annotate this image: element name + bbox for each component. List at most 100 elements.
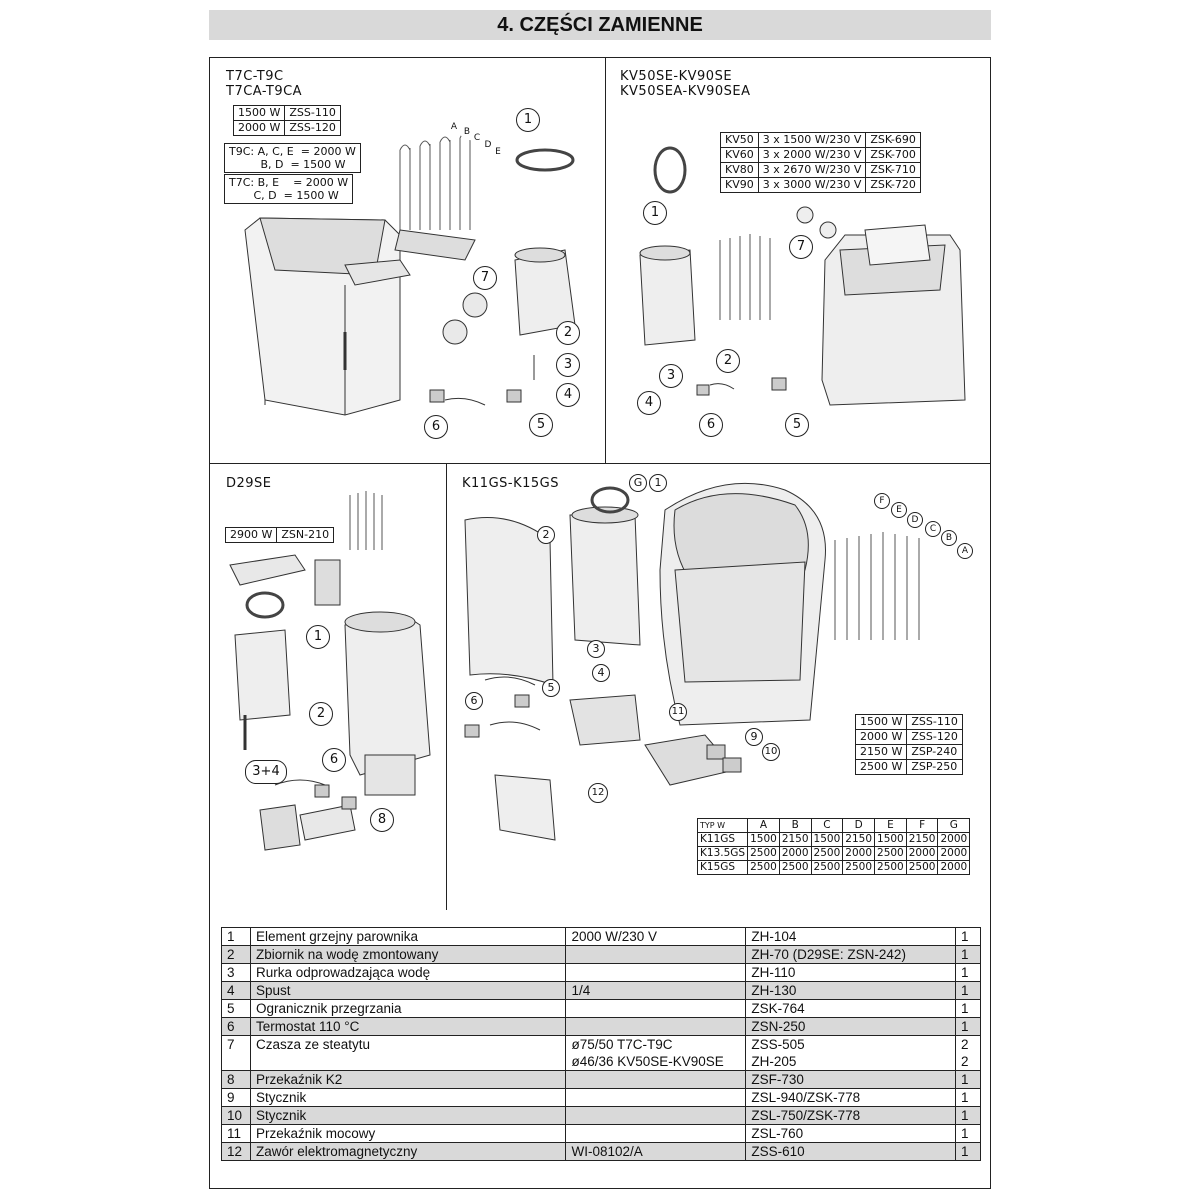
- letter-c: C: [470, 131, 484, 145]
- part-code: ZH-70 (D29SE: ZSN-242): [745, 945, 956, 964]
- cell: K15GS: [696, 860, 749, 875]
- part-no: 9: [221, 1088, 251, 1107]
- callout-7: 7: [473, 266, 497, 290]
- cell: KV60: [720, 147, 759, 163]
- part-spec: [565, 945, 747, 964]
- part-name: Czasza ze steatytu: [249, 1035, 567, 1071]
- cell: 2150: [842, 832, 876, 847]
- callout-3: 3: [659, 364, 683, 388]
- cell: TYP W: [696, 818, 749, 833]
- table-row: 2 Zbiornik na wodę zmontowany ZH-70 (D29…: [221, 945, 982, 964]
- part-no: 1: [221, 927, 251, 946]
- cell: KV80: [720, 162, 759, 178]
- cell: 2900 W: [224, 527, 278, 543]
- callout-12: 12: [588, 783, 608, 803]
- cell: 2150 W: [854, 744, 908, 760]
- callout-6: 6: [699, 413, 723, 437]
- cell: 2500: [778, 860, 812, 875]
- part-qty: 1: [954, 927, 982, 946]
- part-no: 12: [221, 1142, 251, 1161]
- table-row: 12 Zawór elektromagnetyczny WI-08102/A Z…: [221, 1142, 982, 1161]
- cell: 3 x 3000 W/230 V: [757, 177, 867, 193]
- table-row: 4 Spust 1/4 ZH-130 1: [221, 981, 982, 1000]
- part-no: 11: [221, 1124, 251, 1143]
- cell: 2500: [874, 846, 907, 861]
- callout-2: 2: [309, 702, 333, 726]
- part-no: 3: [221, 963, 251, 982]
- cell: 2500: [810, 860, 844, 875]
- part-code: ZSS-610: [745, 1142, 956, 1161]
- callout-4: 4: [637, 391, 661, 415]
- callout-5: 5: [529, 413, 553, 437]
- cell: G: [937, 818, 971, 833]
- cell: E: [874, 818, 907, 833]
- cell: ZSP-250: [906, 759, 963, 775]
- part-qty: 1: [954, 1106, 982, 1125]
- cell: 2500: [905, 860, 939, 875]
- callout-1: 1: [306, 625, 330, 649]
- cell: K13.5GS: [696, 846, 749, 861]
- cell: 2500: [747, 860, 780, 875]
- cell: C: [810, 818, 844, 833]
- part-qty: 1: [954, 999, 982, 1018]
- diagram-frame: [209, 57, 991, 1189]
- callout-1: 1: [516, 108, 540, 132]
- note-t9c: T9C: A, C, E = 2000 W B, D = 1500 W: [224, 143, 361, 173]
- callout-5: 5: [542, 679, 560, 697]
- callout-3: 3: [556, 353, 580, 377]
- cell: 3 x 2670 W/230 V: [757, 162, 867, 178]
- table-row: 1 Element grzejny parownika 2000 W/230 V…: [221, 927, 982, 946]
- letter-c: C: [925, 521, 941, 537]
- part-spec: [565, 1070, 747, 1089]
- part-name: Stycznik: [249, 1088, 567, 1107]
- cell: 2000: [937, 846, 971, 861]
- part-qty: 1: [954, 1142, 982, 1161]
- table-row: 3 Rurka odprowadzająca wodę ZH-110 1: [221, 963, 982, 982]
- cell: F: [905, 818, 939, 833]
- part-spec: [565, 999, 747, 1018]
- part-spec: 2000 W/230 V: [565, 927, 747, 946]
- cell: B: [778, 818, 812, 833]
- part-name: Przekaźnik mocowy: [249, 1124, 567, 1143]
- cell: 2000: [842, 846, 876, 861]
- panel-title-kv50: KV50SE-KV90SE KV50SEA-KV90SEA: [620, 69, 751, 99]
- part-qty: 1: [954, 981, 982, 1000]
- letter-e: E: [491, 145, 505, 159]
- callout-g: G: [629, 474, 647, 492]
- part-spec: [565, 1088, 747, 1107]
- table-row: 8 Przekaźnik K2 ZSF-730 1: [221, 1070, 982, 1089]
- part-spec: WI-08102/A: [565, 1142, 747, 1161]
- callout-3: 3: [587, 640, 605, 658]
- cell: ZSK-710: [865, 162, 921, 178]
- letter-b: B: [941, 530, 957, 546]
- page-title: 4. CZĘŚCI ZAMIENNE: [209, 10, 991, 40]
- heater-drawing-t7c: [244, 132, 576, 416]
- part-name: Zbiornik na wodę zmontowany: [249, 945, 567, 964]
- cell: 2000: [937, 860, 971, 875]
- part-code: ZH-104: [745, 927, 956, 946]
- cell: 2500: [810, 846, 844, 861]
- cell: 2000: [937, 832, 971, 847]
- cell: 2500 W: [854, 759, 908, 775]
- callout-10: 10: [762, 743, 780, 761]
- table-row: 6 Termostat 110 °C ZSN-250 1: [221, 1017, 982, 1036]
- cell: ZSK-690: [865, 132, 921, 148]
- note-t7c: T7C: B, E = 2000 W C, D = 1500 W: [224, 174, 354, 204]
- cell: ZSS-120: [284, 120, 341, 136]
- part-name: Stycznik: [249, 1106, 567, 1125]
- part-name: Termostat 110 °C: [249, 1017, 567, 1036]
- part-spec: [565, 1017, 747, 1036]
- part-code: ZSK-764: [745, 999, 956, 1018]
- cell: 2500: [747, 846, 780, 861]
- cell: 2000: [905, 846, 939, 861]
- cell: 1500: [747, 832, 780, 847]
- cell: ZSP-240: [906, 744, 963, 760]
- part-code: ZSS-505 ZH-205: [745, 1035, 956, 1071]
- callout-7: 7: [789, 235, 813, 259]
- divider-vertical-bottom: [446, 463, 447, 910]
- part-code: ZSL-940/ZSK-778: [745, 1088, 956, 1107]
- cell: ZSN-210: [276, 527, 335, 543]
